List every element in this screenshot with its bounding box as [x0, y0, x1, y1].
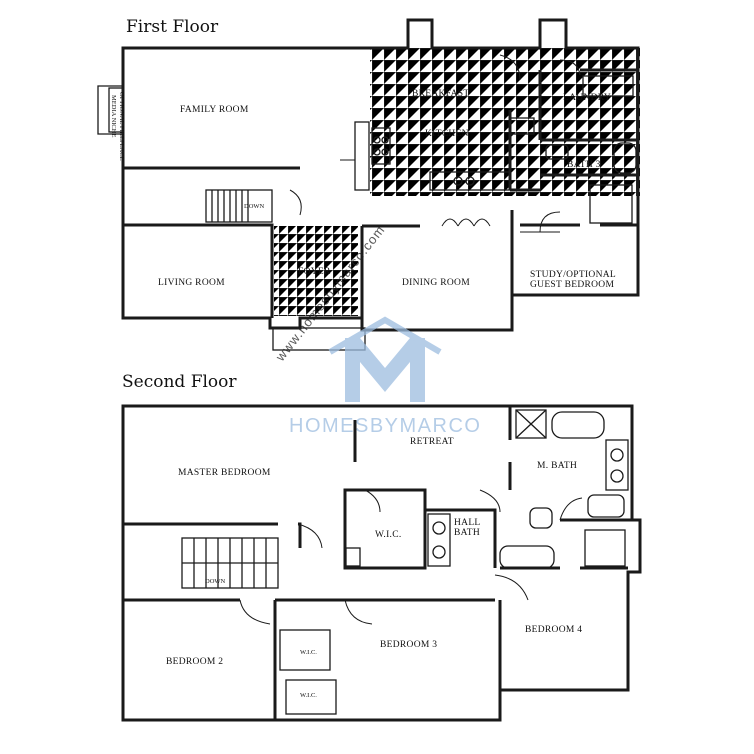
kitchen-counter-west — [354, 121, 370, 191]
hall-bath-door-icon — [479, 489, 501, 513]
master-tub-icon — [551, 411, 605, 439]
family-room-label: FAMILY ROOM — [180, 105, 249, 115]
washer-dryer — [582, 75, 634, 97]
master-wic-wall — [343, 488, 427, 570]
wic-b3-label: W.I.C. — [300, 692, 317, 699]
garage-door-icon — [499, 54, 521, 81]
burner-icon — [381, 136, 389, 144]
bedroom4-label: BEDROOM 4 — [525, 625, 582, 635]
sink-icon — [432, 521, 446, 535]
living-room-wall — [123, 223, 274, 318]
stairs-down-label: DOWN — [244, 203, 265, 210]
watermark-brand: HOMESBYMARCO — [289, 415, 481, 437]
master-toilet-icon — [587, 494, 625, 518]
bedroom4-closet — [584, 529, 626, 567]
sink-icon — [610, 448, 624, 462]
wic-door-icon — [364, 489, 381, 513]
master-vanity — [605, 439, 629, 491]
linen-closet-icon — [345, 547, 361, 567]
second-floor-exterior-wall — [121, 404, 642, 722]
sink-icon — [610, 469, 624, 483]
foyer-label: FOYER — [298, 267, 331, 277]
burner-icon — [373, 148, 381, 156]
second-floor-title: Second Floor — [122, 372, 237, 392]
wic-b2-wall — [279, 629, 331, 671]
bedroom2-door-icon — [239, 599, 271, 625]
study-closet — [589, 184, 633, 224]
bedroom4-door-icon — [494, 574, 529, 601]
master-south-wall — [123, 522, 302, 548]
bedroom3-door-icon — [344, 599, 373, 625]
bath3-shower-icon — [613, 142, 637, 174]
hall-bath-label-line2: BATH — [454, 528, 480, 538]
bedroom2-label: BEDROOM 2 — [166, 657, 223, 667]
refrigerator — [509, 117, 535, 135]
burner-icon — [373, 136, 381, 144]
retreat-label: RETREAT — [410, 437, 454, 447]
breakfast-label: BREAKFAST — [412, 89, 469, 99]
wic-b3-wall — [285, 679, 337, 715]
first-floor-stairs — [205, 189, 273, 223]
bath3-sink-icon — [545, 144, 569, 160]
fireplace-label-line1: OPTIONAL FIREPLACE — [118, 92, 125, 161]
hall-bath-wall — [425, 508, 497, 568]
closet-door-icon — [289, 189, 302, 216]
study-door-icon — [520, 211, 561, 233]
master-wic-label: W.I.C. — [375, 530, 402, 540]
shower-drain-icon — [515, 409, 547, 439]
hall-toilet-icon — [529, 507, 553, 529]
sink-icon — [432, 545, 446, 559]
hall-vanity — [427, 513, 451, 567]
watermark-roof-icon — [328, 316, 442, 355]
hall-bath-label-line1: HALL — [454, 518, 481, 528]
living-room-label: LIVING ROOM — [158, 278, 225, 288]
fireplace-box — [108, 87, 124, 133]
hall-tub-icon — [499, 545, 555, 569]
mbath-door-icon — [559, 497, 583, 521]
wic-b2-label: W.I.C. — [300, 649, 317, 656]
first-floor-tile-kitchen — [370, 48, 640, 196]
fireplace-bump — [97, 85, 123, 135]
master-door-icon — [297, 523, 323, 549]
bay-window-dining — [441, 218, 491, 227]
shower-icon — [515, 409, 547, 439]
burner-icon — [381, 148, 389, 156]
watermark-logo-icon — [345, 338, 425, 402]
sink-icon — [465, 176, 475, 186]
study-label-line2: GUEST BEDROOM — [530, 280, 614, 290]
second-floor-plan: Second Floor — [121, 372, 642, 722]
laundry-wall — [538, 70, 638, 142]
front-porch — [272, 327, 366, 351]
first-floor-title: First Floor — [126, 17, 219, 37]
study-label-line1: STUDY/OPTIONAL — [530, 270, 616, 280]
second-floor-stairs — [181, 537, 279, 589]
fireplace-label-line2: MEDIA NICHE — [110, 95, 117, 137]
laundry-label: LAUNDRY — [563, 93, 611, 103]
bedroom3-label: BEDROOM 3 — [380, 640, 437, 650]
dining-room-label: DINING ROOM — [402, 278, 470, 288]
bath3-label: BATH 3 — [567, 160, 601, 170]
first-floor-plan: First Floor — [97, 17, 640, 351]
kitchen-label: KITCHEN — [425, 129, 469, 139]
kitchen-range — [371, 127, 391, 165]
master-bath-label: M. BATH — [537, 461, 577, 471]
stairs-down-label-2: DOWN — [205, 578, 226, 585]
kitchen-counter-south — [429, 171, 511, 191]
foyer-tile — [274, 226, 358, 316]
master-bedroom-label: MASTER BEDROOM — [178, 468, 271, 478]
sink-icon — [453, 176, 463, 186]
laundry-door-icon — [559, 59, 581, 76]
